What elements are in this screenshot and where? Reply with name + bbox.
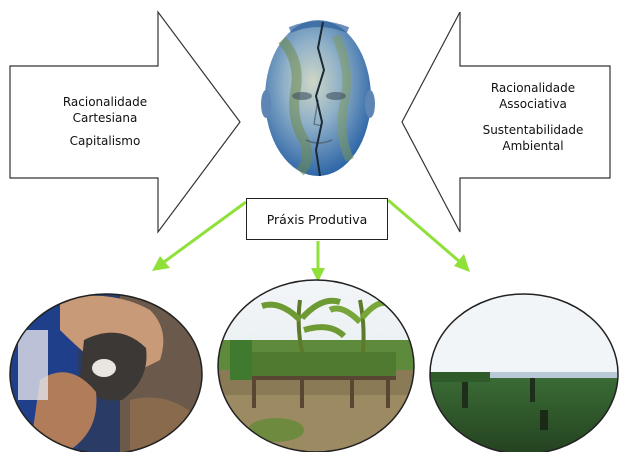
riverside-field-photo xyxy=(430,294,618,454)
hands-holding-bird-photo xyxy=(10,294,202,454)
garden-seedbed-photo xyxy=(218,280,414,452)
green-arrows xyxy=(152,198,470,282)
left-arrow-shape xyxy=(9,10,241,234)
right-line-3: Sustentabilidade xyxy=(482,123,584,137)
earth-face-icon xyxy=(261,20,375,177)
left-arrow-text: Racionalidade Cartesiana Capitalismo xyxy=(50,94,160,149)
left-line-2: Cartesiana xyxy=(72,111,138,125)
praxis-label: Práxis Produtiva xyxy=(266,211,368,227)
right-line-1: Racionalidade xyxy=(490,81,576,95)
right-line-4: Ambiental xyxy=(502,139,564,153)
right-arrow-shape xyxy=(401,11,611,233)
left-line-1: Racionalidade xyxy=(62,95,148,109)
right-line-2: Associativa xyxy=(499,97,567,111)
praxis-produtiva-box: Práxis Produtiva xyxy=(246,198,388,240)
right-arrow-text: Racionalidade Associativa Sustentabilida… xyxy=(468,80,598,154)
left-line-3: Capitalismo xyxy=(69,134,141,148)
